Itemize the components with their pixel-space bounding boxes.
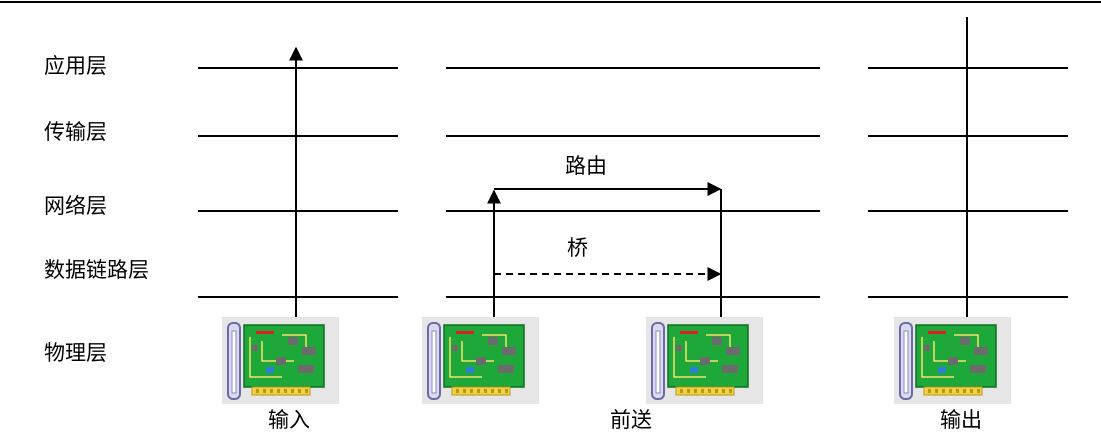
caption-input: 输入 xyxy=(268,408,310,432)
caption-forward: 前送 xyxy=(610,408,652,432)
nic-card-icon-forward-1 xyxy=(422,317,539,404)
nic-card-icon-forward-2 xyxy=(646,317,763,404)
layer-label-application: 应用层 xyxy=(44,54,107,78)
nic-card-icon-input xyxy=(222,317,339,404)
layer-label-physical: 物理层 xyxy=(44,341,107,365)
layer-label-network: 网络层 xyxy=(44,194,107,218)
caption-output: 输出 xyxy=(940,408,982,432)
route-label: 路由 xyxy=(565,154,607,178)
nic-card-icon-output xyxy=(894,317,1011,404)
layer-label-datalink: 数据链路层 xyxy=(44,258,149,282)
bridge-label: 桥 xyxy=(567,236,588,260)
layer-label-transport: 传输层 xyxy=(44,120,107,144)
